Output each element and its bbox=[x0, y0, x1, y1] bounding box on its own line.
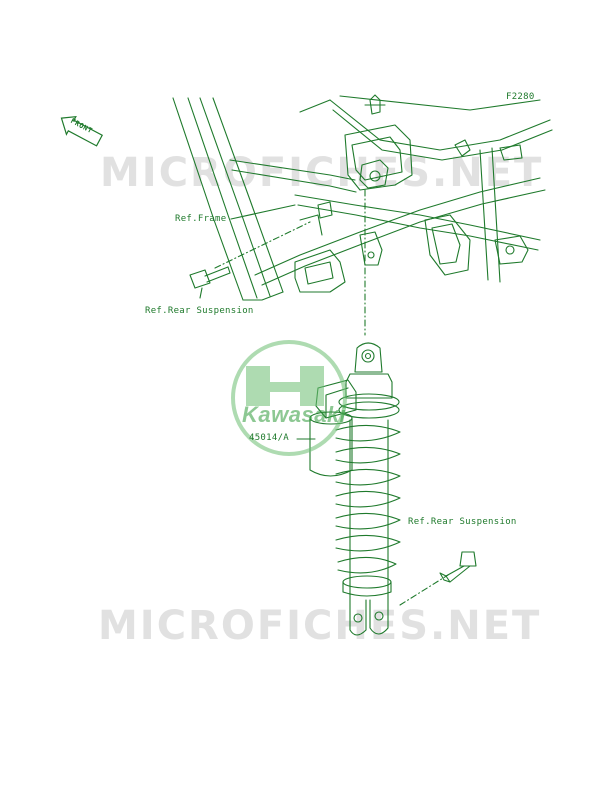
shock-absorber-drawing bbox=[309, 342, 401, 636]
kawasaki-logo-text: Kawasaki bbox=[242, 402, 347, 427]
frame-drawing bbox=[172, 94, 553, 301]
figure-code: F2280 bbox=[506, 92, 535, 102]
lower-bolt-drawing bbox=[439, 551, 477, 583]
front-direction-arrow bbox=[60, 115, 104, 147]
watermark-bottom: MICROFICHES.NET bbox=[98, 603, 542, 649]
callout-ref-frame: Ref.Frame bbox=[175, 214, 227, 224]
callout-part-45014-a[interactable]: 45014/A bbox=[249, 433, 290, 443]
callout-ref-rear-suspension-lower: Ref.Rear Suspension bbox=[408, 517, 517, 527]
centre-lines bbox=[214, 189, 449, 606]
leader-lines bbox=[199, 204, 316, 440]
watermark-top: MICROFICHES.NET bbox=[100, 150, 544, 196]
kawasaki-logo-watermark bbox=[231, 340, 347, 456]
callout-ref-rear-suspension-upper: Ref.Rear Suspension bbox=[145, 306, 254, 316]
upper-bolt-drawing bbox=[189, 266, 231, 289]
